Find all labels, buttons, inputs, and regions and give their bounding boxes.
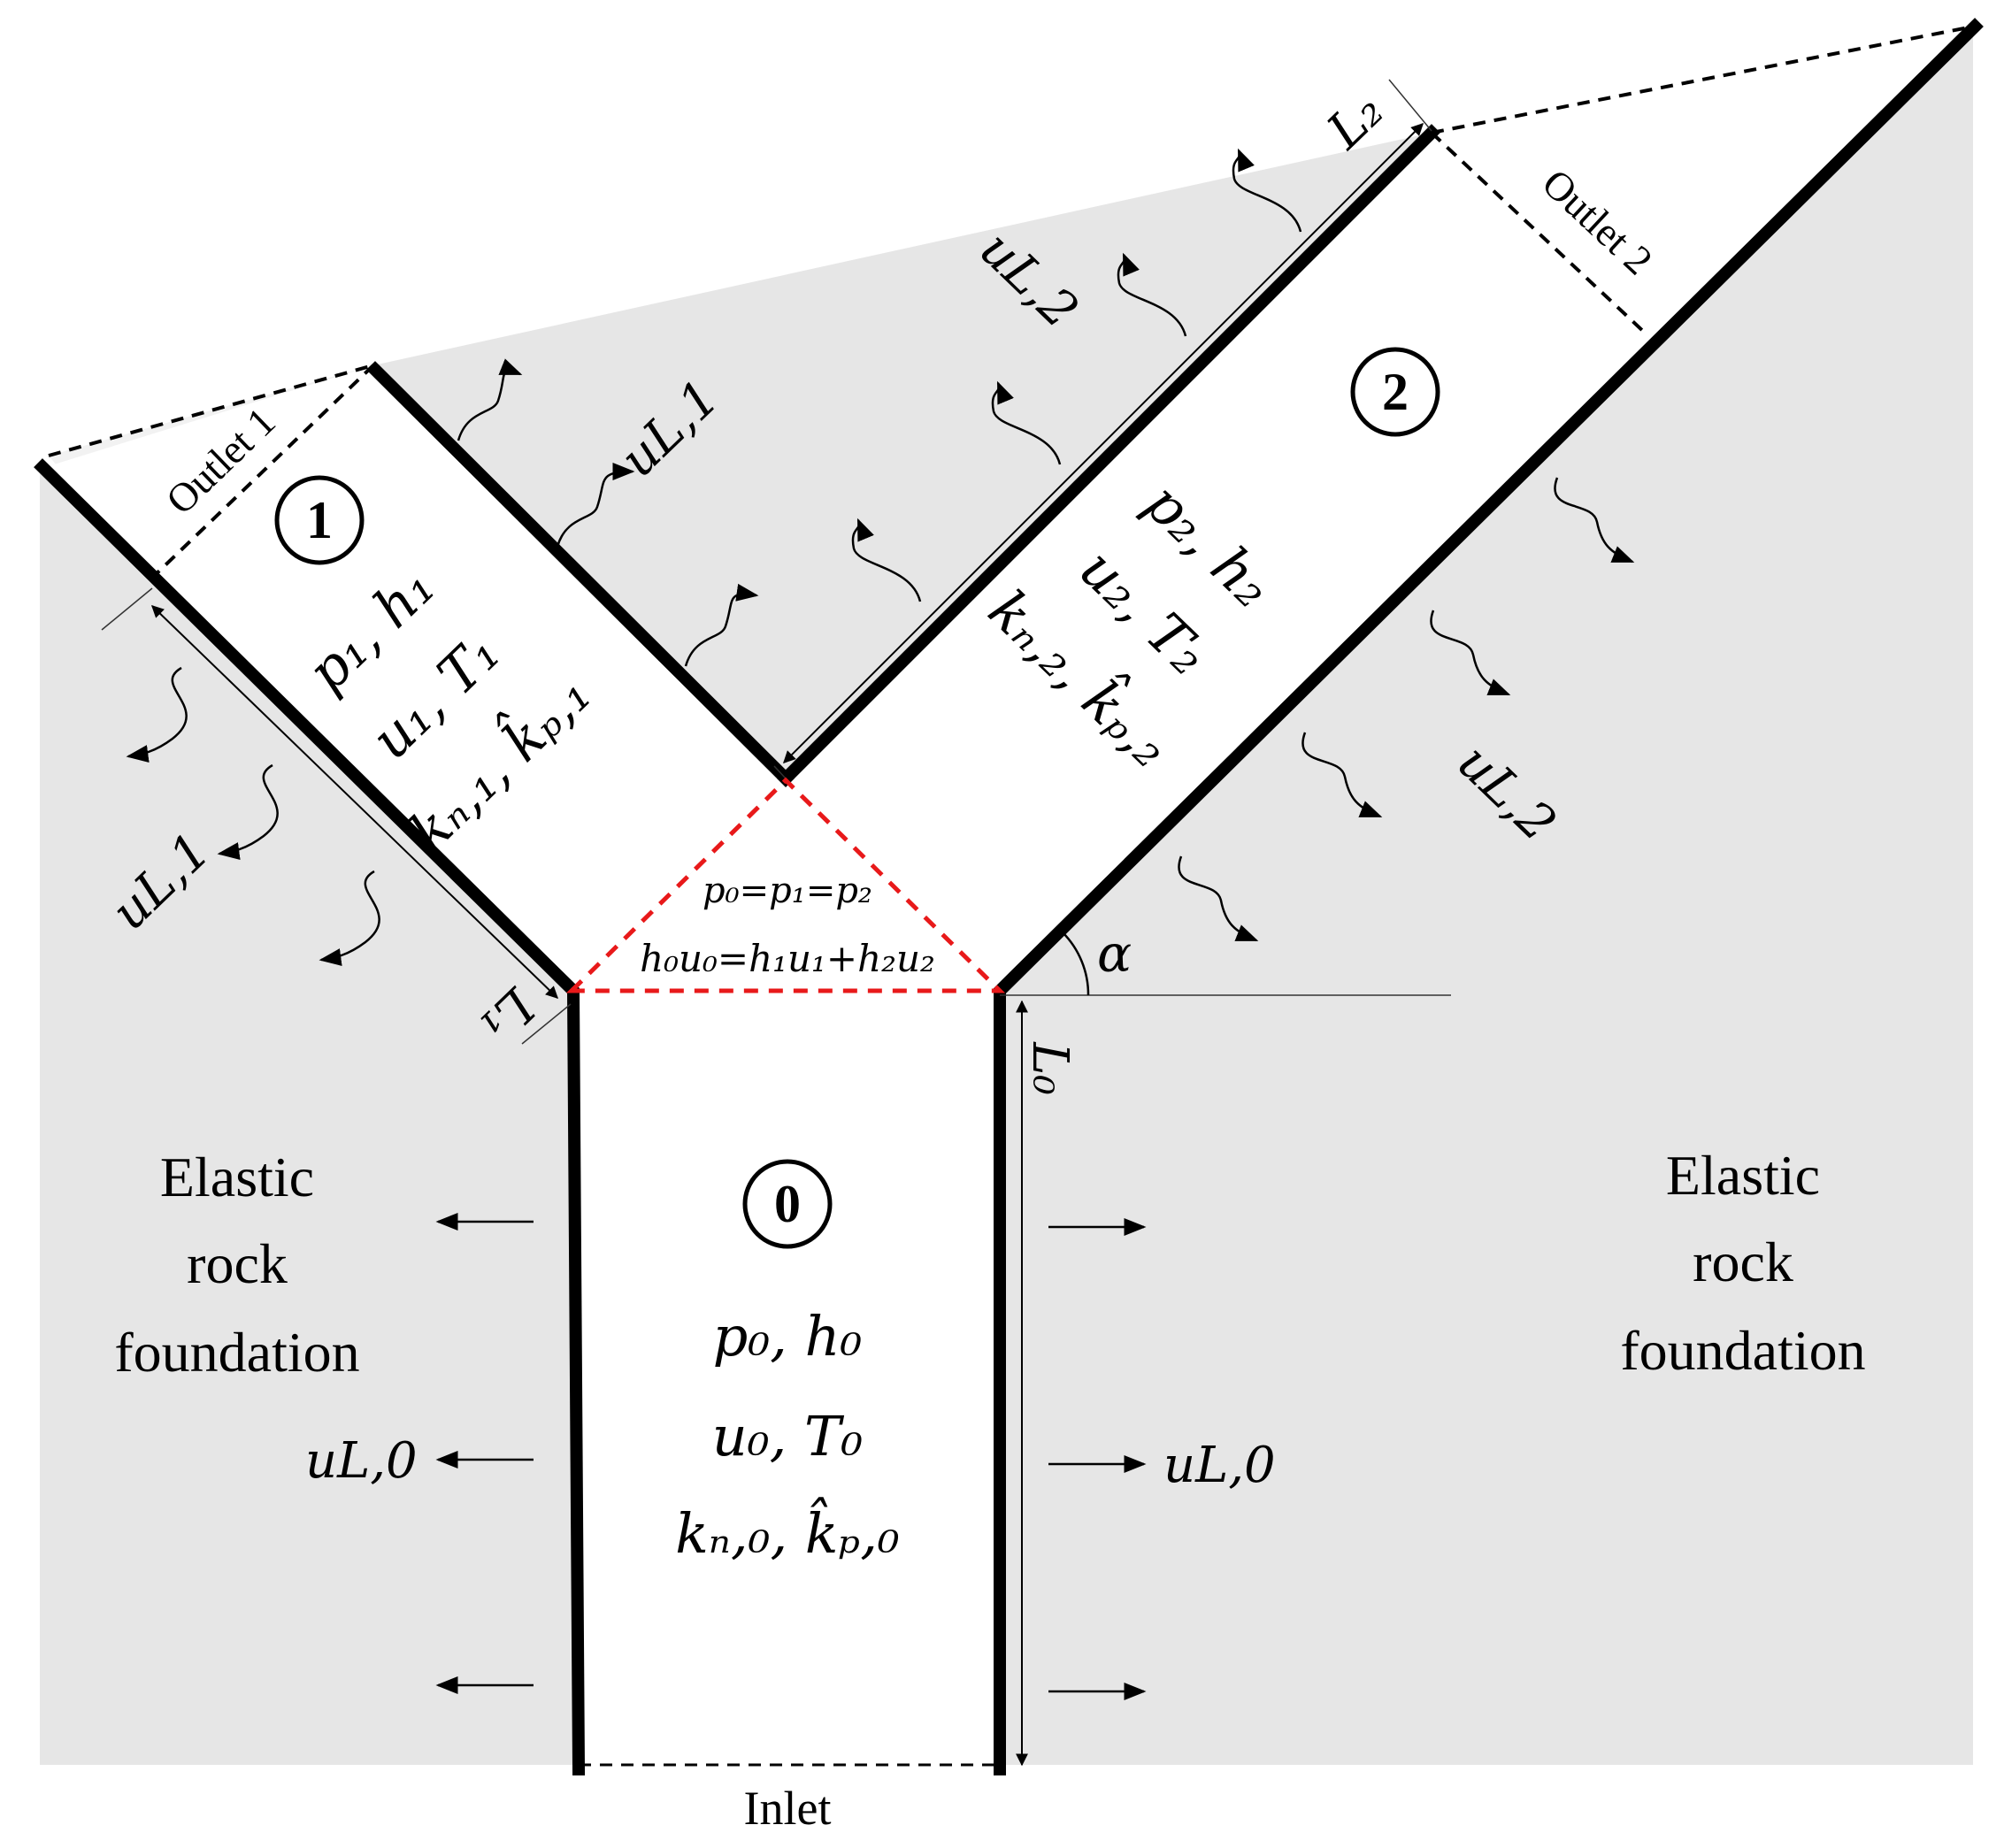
leak-arrow-b2-right-2: [1430, 610, 1511, 696]
angle-label: α: [1097, 924, 1132, 984]
outlet-2-diag-dash: [1430, 131, 1647, 335]
leak-arrow-b2-left-2: [991, 380, 1062, 465]
inlet-label: Inlet: [744, 1782, 832, 1835]
channel-0: [573, 991, 1000, 1765]
leak-arrow-b2-right-1: [1554, 477, 1635, 564]
length-label-l0: L₀: [1021, 1041, 1079, 1095]
branch-2-circle: [1350, 347, 1440, 437]
outlet-1-diag-dash: [149, 364, 375, 581]
leak-arrow-b2-right-4: [1178, 855, 1259, 942]
dimension-lines: [101, 79, 1451, 1045]
foundation-left-line1: Elastic: [160, 1146, 314, 1208]
leakoff-straight-arrows: [435, 1213, 1147, 1700]
foundation-left-line3: foundation: [114, 1321, 359, 1384]
leak-arrow-b1-right-1: [457, 358, 523, 441]
branch-0-id: 0: [774, 1175, 801, 1233]
wall-inner-branch1: [366, 361, 795, 787]
boundary-dashes: [48, 25, 1974, 1767]
branch-0-circle: [742, 1159, 833, 1249]
outlet-2-top-dash: [1431, 25, 1974, 134]
leak-arrow-b2-left-3: [1117, 252, 1187, 337]
foundation-label-left: Elastic rock foundation: [114, 1146, 359, 1384]
junction-eq2: h₀u₀=h₁u₁+h₂u₂: [640, 937, 935, 980]
leak-arrow-b1-left-3: [319, 870, 380, 966]
b0-leak-label-right: uL,0: [1163, 1437, 1276, 1494]
foundation-right-line1: Elastic: [1666, 1144, 1820, 1207]
b0-vars-line1: p₀, h₀: [713, 1304, 863, 1369]
branch-0-variables: p₀, h₀ u₀, T₀ kₙ,₀, k̂ₚ,₀: [675, 1304, 900, 1566]
foundation-right-line3: foundation: [1620, 1319, 1865, 1382]
extension-line-l2-bottom: [773, 765, 787, 779]
leak-arrow-b1-right-3: [684, 583, 759, 667]
extension-line-l1-bottom: [521, 1003, 572, 1045]
extension-line-l2-top: [1388, 79, 1432, 132]
leak-arrow-b2-left-4: [1232, 148, 1302, 233]
foundation-left-line2: rock: [187, 1232, 288, 1295]
b0-leak-label-left: uL,0: [305, 1432, 418, 1490]
branch-2-id: 2: [1382, 363, 1409, 421]
l2-dimension-arrow: [783, 123, 1424, 763]
branch-1-id: 1: [306, 491, 333, 549]
foundation-right-line2: rock: [1693, 1231, 1793, 1293]
angle-arc: [1062, 932, 1090, 996]
outlet-1-top-dash: [48, 364, 374, 457]
leak-arrow-b1-left-2: [217, 763, 279, 860]
b0-vars-line2: u₀, T₀: [712, 1404, 864, 1468]
junction-region: [573, 778, 1000, 991]
dimension-arrows: [150, 123, 1424, 1767]
extension-line-l1-top: [101, 587, 153, 631]
branch-id-circles: [274, 347, 1440, 1249]
leakoff-wavy-arrows: [126, 148, 1635, 966]
junction-triangle: [565, 777, 1006, 993]
leak-arrow-b2-left-1: [851, 518, 922, 602]
foundation-label-right: Elastic rock foundation: [1620, 1144, 1865, 1382]
leak-arrow-b1-left-1: [126, 666, 188, 763]
leak-arrow-b2-right-3: [1301, 732, 1383, 818]
b0-vars-line3: kₙ,₀, k̂ₚ,₀: [675, 1497, 900, 1566]
leak-arrow-b1-right-2: [556, 463, 635, 548]
branch-1-circle: [274, 475, 365, 565]
junction-eq1: p₀=p₁=p₂: [703, 870, 872, 911]
l1-dimension-arrow: [150, 605, 559, 999]
